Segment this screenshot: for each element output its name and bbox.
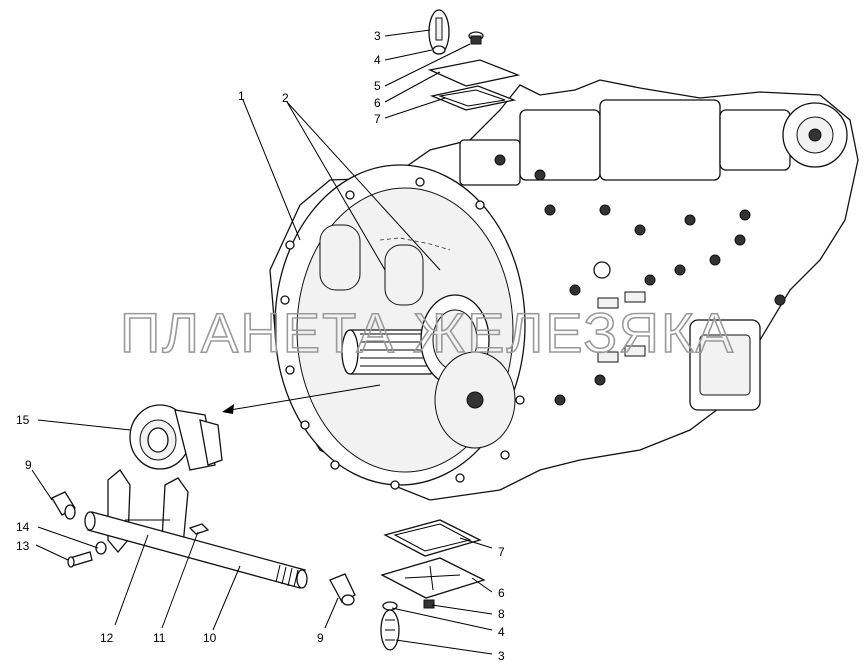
housing-bolts	[494, 154, 786, 406]
washer-4-top	[432, 45, 446, 55]
callout-13: 13	[16, 539, 30, 553]
leader-lines	[31, 29, 493, 655]
callout-10: 10	[203, 631, 217, 645]
install-arrow	[222, 384, 381, 414]
clutch-release-kit	[51, 404, 356, 606]
callout-8: 8	[498, 607, 505, 621]
callout-11: 11	[153, 631, 166, 645]
release-shaft-10	[84, 511, 308, 589]
key-11	[188, 523, 210, 535]
grease-fitting-9-left	[51, 491, 76, 520]
callout-5: 5	[374, 79, 381, 93]
callout-12: 12	[100, 631, 114, 645]
release-bearing-15	[129, 404, 223, 471]
gearbox-assembly	[269, 79, 859, 501]
callout-4-top: 4	[374, 53, 381, 67]
bell-housing-bolt-holes	[280, 177, 525, 490]
callout-labels: 1 2 3 4 5 6 7 15 9 14 13 12 11 10 9 7 6 …	[16, 29, 505, 663]
plug-5	[468, 31, 484, 45]
callout-3-top: 3	[374, 29, 381, 43]
top-cover-kit	[427, 9, 521, 111]
callout-1: 1	[238, 89, 245, 103]
callout-9-right: 9	[317, 631, 324, 645]
gasket-7-bottom	[383, 519, 482, 557]
bottom-cover-kit	[380, 519, 486, 651]
washer-14	[95, 541, 107, 555]
grease-fitting-9-right	[329, 573, 356, 606]
callout-4-bottom: 4	[498, 625, 505, 639]
range-actuator	[782, 102, 848, 168]
gasket-7-top	[429, 85, 517, 111]
callout-15: 15	[16, 413, 30, 427]
callout-7-top: 7	[374, 112, 381, 126]
bolt-13	[67, 551, 93, 568]
callout-3-bottom: 3	[498, 649, 505, 663]
plug-8	[423, 599, 435, 609]
cover-6-top	[427, 59, 521, 87]
callout-7-bottom: 7	[498, 545, 505, 559]
callout-9-left: 9	[25, 458, 32, 472]
callout-6-top: 6	[374, 96, 381, 110]
callout-6-bottom: 6	[498, 586, 505, 600]
callout-2: 2	[282, 91, 289, 105]
cover-6-bottom	[380, 557, 486, 599]
watermark-text: ПЛАНЕТА ЖЕЛЕЗЯКА	[120, 301, 735, 364]
callout-14: 14	[16, 520, 30, 534]
springs	[597, 291, 646, 363]
